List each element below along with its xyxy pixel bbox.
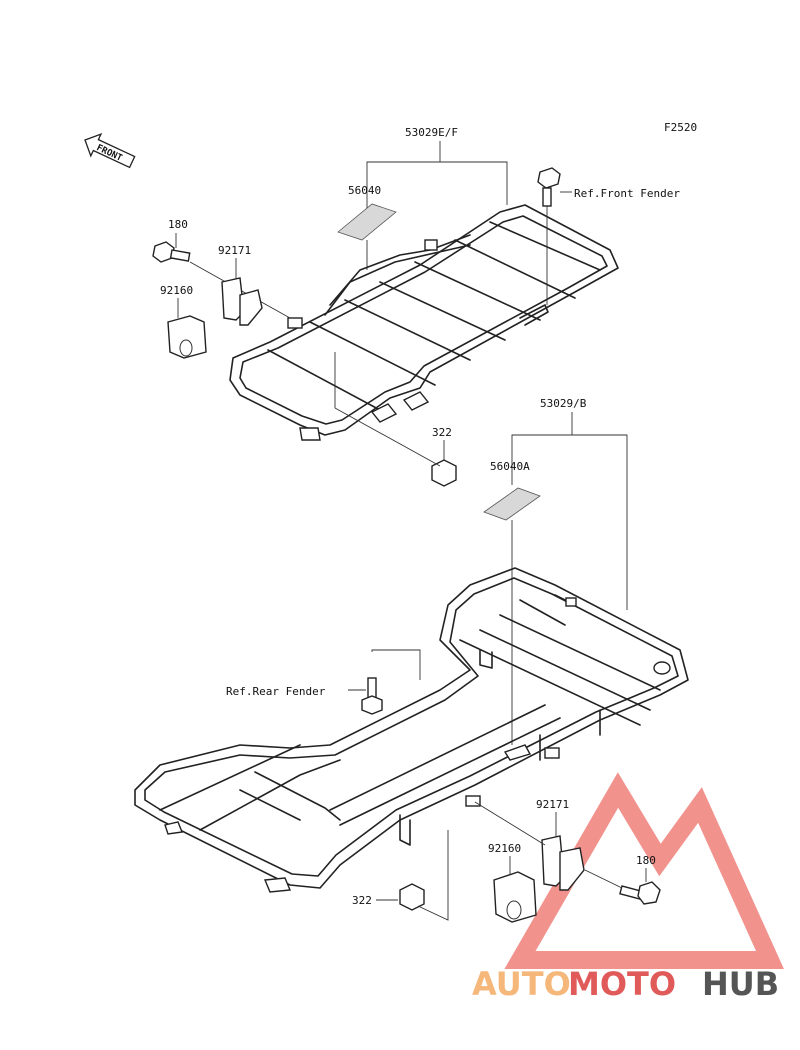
diagram-code: F2520 (664, 121, 697, 134)
front-rack-mount-tab (370, 403, 398, 423)
front-label-part-label: 56040 (348, 184, 381, 197)
watermark-part3: HUB (702, 965, 779, 1003)
rear-rack: 53029/B 56040A Ref.Rear (134, 397, 689, 923)
rear-damper-label: 92160 (488, 842, 521, 855)
watermark-part2: MOTO (568, 965, 676, 1003)
front-arrow-icon: FRONT (84, 133, 136, 169)
front-label-sticker (337, 203, 397, 241)
rear-ref-fender-label: Ref.Rear Fender (226, 685, 326, 698)
front-rack-frame (229, 204, 619, 436)
front-nut-label: 322 (432, 426, 452, 439)
front-bolt-icon (152, 241, 191, 263)
rear-rack-frame (134, 567, 689, 889)
rear-label-sticker (483, 487, 541, 521)
watermark-triangle-icon (504, 772, 784, 969)
front-ref-fender-label: Ref.Front Fender (574, 187, 680, 200)
front-rack-assembly-leader (366, 161, 508, 212)
rear-damper-icon (493, 871, 537, 923)
front-rack: 53029E/F 56040 Ref.Front Fende (152, 126, 680, 487)
rear-bolt-icon (619, 881, 661, 905)
front-rack-assembly-label: 53029E/F (405, 126, 458, 139)
front-damper-label: 92160 (160, 284, 193, 297)
rear-fender-bolt-icon (361, 677, 383, 715)
rear-rack-assembly-leader (511, 434, 628, 610)
rear-label-part-label: 56040A (490, 460, 530, 473)
watermark-logo (504, 772, 784, 969)
front-bracket-label: 92171 (218, 244, 251, 257)
rear-nut-icon (399, 883, 425, 911)
rear-nut-label: 322 (352, 894, 372, 907)
front-damper-icon (167, 315, 207, 359)
front-bolt-label: 180 (168, 218, 188, 231)
rear-bolt-label: 180 (636, 854, 656, 867)
watermark-text: AUTO MOTO HUB (472, 965, 779, 1003)
rear-rack-assembly-label: 53029/B (540, 397, 587, 410)
front-nut-icon (431, 459, 457, 487)
rear-rack-mount-tab (503, 744, 532, 761)
watermark-part1: AUTO (472, 965, 571, 1003)
front-fender-bolt-icon (537, 167, 561, 207)
rear-bracket-label: 92171 (536, 798, 569, 811)
